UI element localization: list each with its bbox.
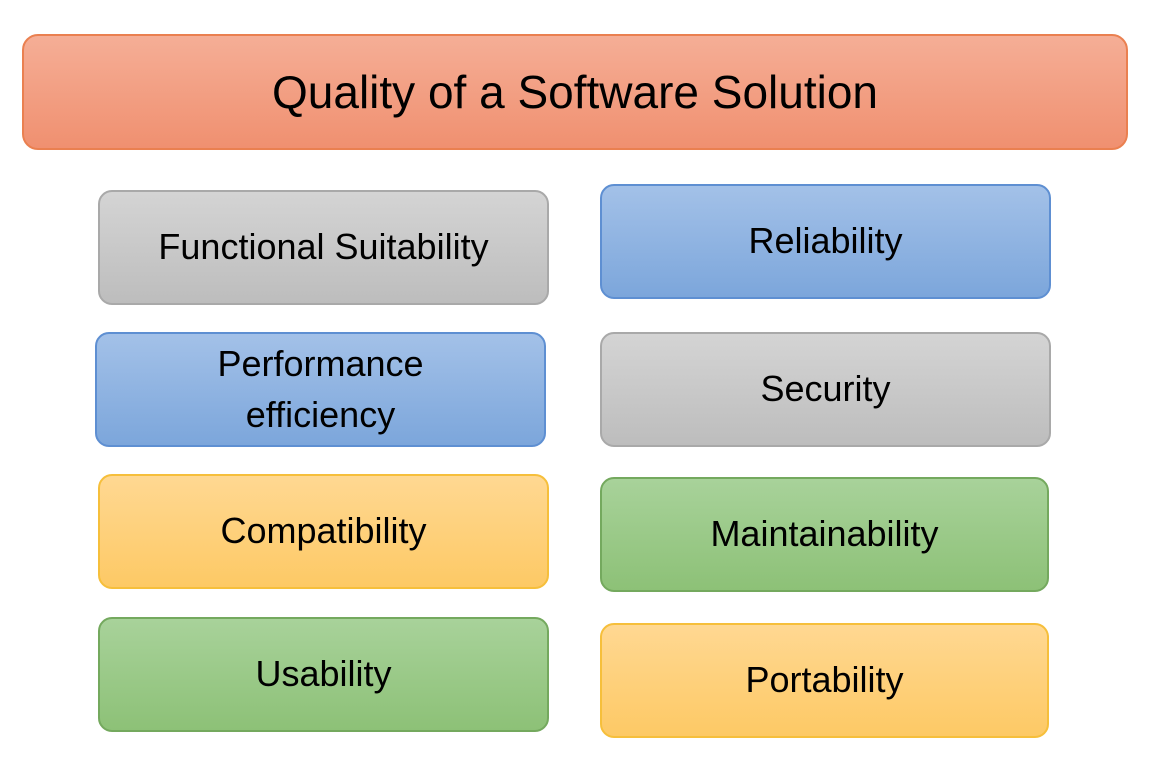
attribute-box-maintainability: Maintainability — [600, 477, 1049, 592]
attribute-label-performance-line2: efficiency — [245, 393, 396, 435]
attribute-label-performance-efficiency: Performance efficiency — [217, 339, 423, 440]
attribute-label-performance-line1: Performance — [217, 343, 424, 385]
attribute-box-usability: Usability — [98, 617, 549, 732]
attribute-label-usability: Usability — [255, 653, 392, 695]
diagram-title-box: Quality of a Software Solution — [22, 34, 1128, 150]
attribute-box-reliability: Reliability — [600, 184, 1051, 299]
attribute-box-functional-suitability: Functional Suitability — [98, 190, 549, 305]
attribute-box-portability: Portability — [600, 623, 1049, 738]
attribute-label-maintainability: Maintainability — [710, 513, 939, 555]
attribute-label-reliability: Reliability — [748, 220, 903, 262]
attribute-box-compatibility: Compatibility — [98, 474, 549, 589]
attribute-box-security: Security — [600, 332, 1051, 447]
diagram-title: Quality of a Software Solution — [272, 65, 878, 118]
attribute-label-functional-suitability: Functional Suitability — [158, 226, 489, 268]
attribute-label-security: Security — [760, 368, 891, 410]
attribute-label-compatibility: Compatibility — [220, 510, 427, 552]
attribute-box-performance-efficiency: Performance efficiency — [95, 332, 546, 447]
attribute-label-portability: Portability — [745, 659, 904, 701]
